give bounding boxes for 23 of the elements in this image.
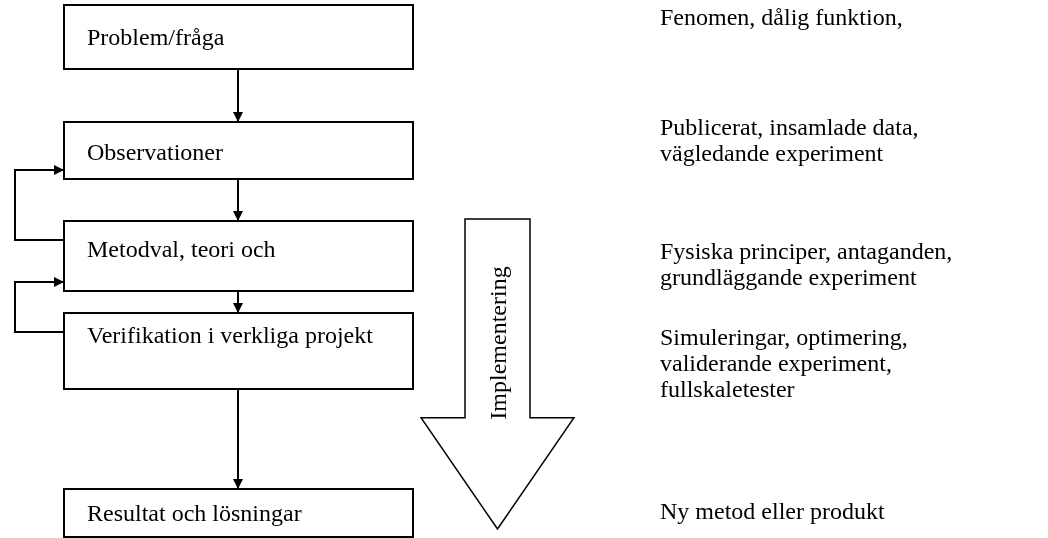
process-box	[63, 121, 414, 180]
arrow-label: Implementering	[484, 266, 511, 420]
process-box	[63, 220, 414, 292]
arrow	[233, 179, 243, 221]
process-box	[63, 488, 414, 538]
process-box	[63, 4, 414, 70]
arrow	[14, 165, 64, 241]
step-label: Observationer	[87, 139, 224, 165]
description-text: Ny metod eller produkt	[660, 498, 886, 524]
arrow	[14, 277, 64, 333]
hollow-down-arrow	[420, 218, 575, 530]
process-box	[63, 312, 414, 390]
description-text: Fysiska principer, antaganden, grundläggande experiment	[660, 238, 954, 290]
description-text: Publicerat, insamlade data, vägledande experiment	[660, 114, 920, 166]
arrow	[233, 291, 243, 313]
step-label: Metodval, teori och	[87, 236, 277, 262]
step-label: Problem/fråga	[87, 24, 226, 50]
description-text: Fenomen, dålig funktion,	[660, 4, 904, 30]
arrow	[233, 69, 243, 122]
step-label: Verifikation i verkliga projekt	[87, 322, 374, 348]
description-text: Simuleringar, optimering, validerande experiment, fullskaletester	[660, 324, 909, 402]
step-label: Resultat och lösningar	[87, 500, 303, 526]
arrow	[233, 389, 243, 489]
